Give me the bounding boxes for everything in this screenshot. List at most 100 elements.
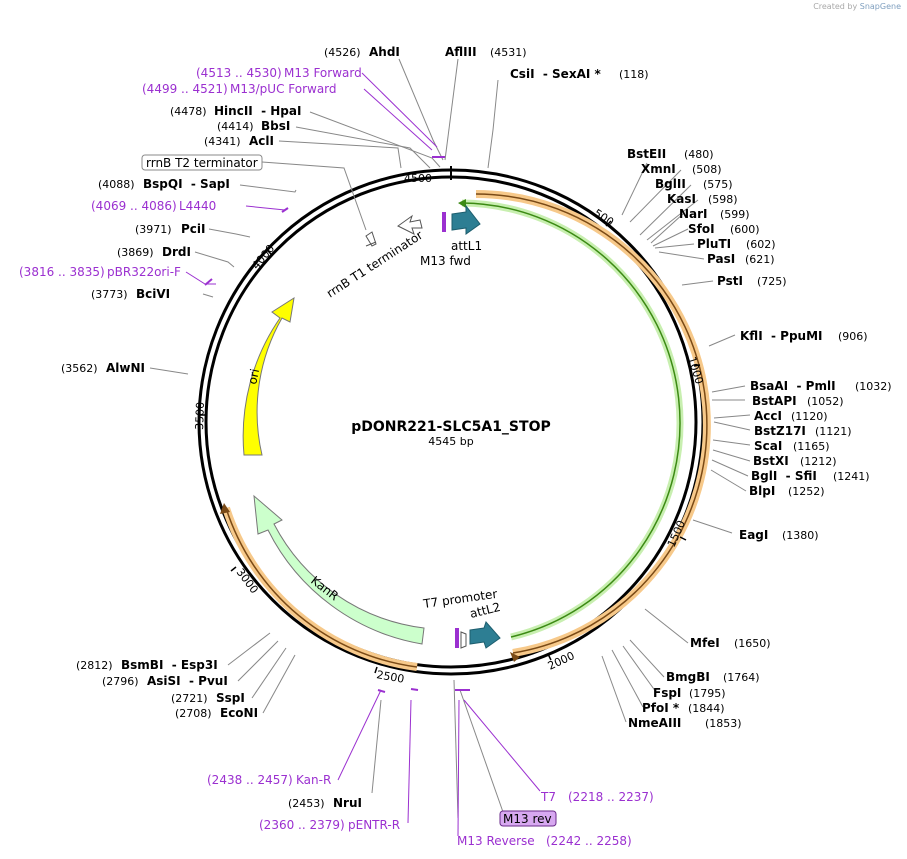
enzyme-pos: (1252): [788, 485, 825, 498]
enzyme-pos: (118): [619, 68, 649, 81]
tick-1000: 1000: [685, 355, 706, 386]
enzyme-pos: (508): [692, 163, 722, 176]
enzyme-name: MfeI: [690, 636, 720, 650]
enzyme-pos: (2721): [171, 692, 208, 705]
enzyme-name: KasI: [667, 192, 696, 206]
enzyme-name: BsaAI - PmlI: [750, 379, 836, 393]
kanr-feature: [253, 494, 425, 645]
primer-labels: (4513 .. 4530) M13 Forward (4499 .. 4521…: [19, 66, 654, 848]
enzyme-pos: (1795): [689, 687, 726, 700]
attL1-feature: [451, 204, 481, 235]
enzyme-pos: (2812): [76, 659, 113, 672]
enzyme-name: FspI: [653, 686, 681, 700]
enzyme-name: BstXI: [753, 454, 789, 468]
enzyme-pos: (4341): [204, 135, 241, 148]
m13fwd-mark: [442, 212, 446, 232]
enzyme-pos: (4478): [170, 105, 207, 118]
enzyme-pos: (4088): [98, 178, 135, 191]
snapgene-credit: Created by SnapGene: [813, 2, 901, 11]
primer-range: (2438 .. 2457): [207, 773, 293, 787]
plasmid-length: 4545 bp: [428, 435, 473, 448]
rrnb-t2-label: rrnB T2 terminator: [146, 156, 258, 170]
tick-3500: 3500: [193, 402, 207, 430]
enzyme-pos: (1121): [815, 425, 852, 438]
enzyme-name: AflIII: [445, 45, 477, 59]
enzyme-pos: (1032): [855, 380, 892, 393]
primer-name: M13 Reverse: [457, 834, 535, 848]
enzyme-name: BlpI: [749, 484, 775, 498]
plasmid-name: pDONR221-SLC5A1_STOP: [351, 419, 550, 435]
enzyme-name: BciVI: [136, 287, 170, 301]
primer-range: (2242 .. 2258): [546, 834, 632, 848]
enzyme-name: EcoNI: [220, 706, 258, 720]
enzyme-labels: (4526) AhdI AflIII (4531) CsiI - SexAI *…: [61, 45, 892, 810]
enzyme-name: AccI: [754, 409, 782, 423]
primer-name: M13 Forward: [284, 66, 362, 80]
enzyme-name: BstAPI: [752, 394, 797, 408]
enzyme-name: BbsI: [261, 119, 290, 133]
enzyme-name: XmnI: [641, 162, 676, 176]
enzyme-name: NmeAIII: [628, 716, 681, 730]
enzyme-pos: (4531): [490, 46, 527, 59]
enzyme-name: BglII: [655, 177, 686, 191]
enzyme-name: DrdI: [162, 245, 191, 259]
enzyme-name: BglI - SfiI: [751, 469, 817, 483]
enzyme-pos: (1650): [734, 637, 771, 650]
primer-range: (4513 .. 4530): [196, 66, 282, 80]
primer-marks: [204, 156, 470, 693]
enzyme-pos: (1165): [793, 440, 830, 453]
primer-name: L4440: [179, 199, 216, 213]
enzyme-name: KflI - PpuMI: [740, 329, 823, 343]
enzyme-pos: (598): [708, 193, 738, 206]
enzyme-pos: (1052): [807, 395, 844, 408]
enzyme-pos: (575): [703, 178, 733, 191]
primer-range: (2360 .. 2379): [259, 818, 345, 832]
enzyme-name: PciI: [181, 222, 206, 236]
enzyme-pos: (2453): [288, 797, 325, 810]
t7-promoter-feature: [460, 631, 467, 649]
enzyme-name: AlwNI: [106, 361, 145, 375]
enzyme-name: PfoI *: [642, 701, 680, 715]
tick-4500: 4500: [404, 172, 432, 185]
rrnb-t1-feature: [397, 214, 423, 235]
enzyme-pos: (480): [684, 148, 714, 161]
ori-label: ori: [245, 367, 262, 385]
enzyme-pos: (1380): [782, 529, 819, 542]
enzyme-pos: (1853): [705, 717, 742, 730]
enzyme-pos: (4526): [324, 46, 361, 59]
enzyme-pos: (1120): [791, 410, 828, 423]
enzyme-name: BspQI - SapI: [143, 177, 230, 191]
enzyme-name: PstI: [717, 274, 743, 288]
enzyme-pos: (3773): [91, 288, 128, 301]
enzyme-name: BstEII: [627, 147, 666, 161]
primer-name: T7: [540, 790, 556, 804]
credit-prefix: Created by: [813, 2, 858, 11]
orf-orange-arrowhead: [510, 652, 520, 662]
ori-feature: [242, 296, 295, 456]
primer-lines: [185, 72, 541, 837]
enzyme-name: CsiI - SexAI *: [510, 67, 601, 81]
attL2-feature: [469, 621, 501, 649]
primer-range: (2218 .. 2237): [568, 790, 654, 804]
enzyme-name: AclI: [249, 134, 274, 148]
enzyme-name: NarI: [679, 207, 708, 221]
orf-green-line: [461, 202, 681, 638]
orf-left-arrowhead: [220, 503, 230, 514]
m13rev-label: M13 rev: [503, 812, 552, 826]
enzyme-name: PluTI: [697, 237, 731, 251]
primer-range: (4069 .. 4086): [91, 199, 177, 213]
attL1-label: attL1: [451, 239, 482, 253]
enzyme-pos: (4414): [217, 120, 254, 133]
enzyme-pos: (1212): [800, 455, 837, 468]
m13rev-mark: [455, 628, 459, 648]
primer-name: Kan-R: [296, 773, 331, 787]
enzyme-pos: (725): [757, 275, 787, 288]
enzyme-pos: (3971): [135, 223, 172, 236]
enzyme-name: BmgBI: [666, 670, 710, 684]
tick-4000: 4000: [249, 242, 277, 272]
enzyme-name: SspI: [216, 691, 245, 705]
leader-lines: [149, 58, 751, 819]
enzyme-name: AhdI: [369, 45, 400, 59]
orf-left-line: [225, 507, 418, 668]
